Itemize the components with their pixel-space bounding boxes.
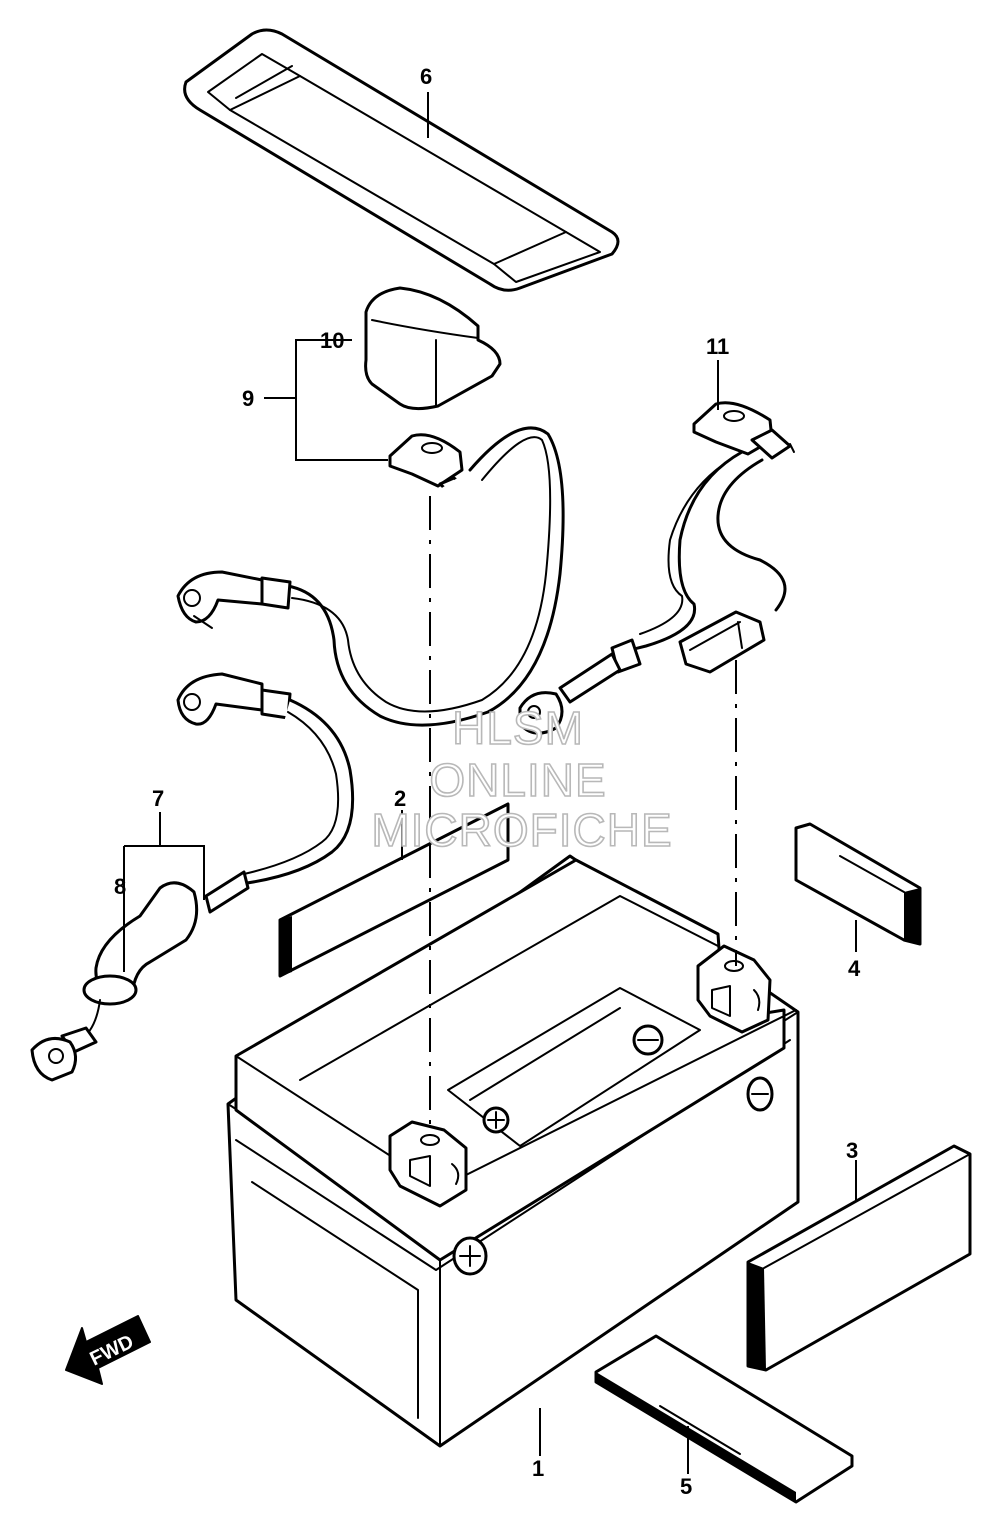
part-4-pad — [794, 822, 922, 946]
callout-11: 11 — [706, 334, 729, 359]
part-7-8-negative-lead — [30, 672, 355, 1082]
part-9-positive-lead — [176, 426, 565, 727]
part-3-pad — [746, 1144, 972, 1372]
part-5-pad — [594, 1334, 854, 1504]
callout-8: 8 — [114, 874, 126, 899]
part-10-terminal-cover — [364, 286, 502, 411]
watermark-line-2: ONLINE — [429, 754, 606, 806]
callout-5: 5 — [680, 1474, 692, 1499]
callout-3: 3 — [846, 1138, 858, 1163]
watermark-line-1: HLSM — [452, 702, 584, 754]
callout-labels: 1 2 3 4 5 6 7 8 9 10 11 — [114, 64, 861, 1499]
watermark: HLSM ONLINE MICROFICHE — [371, 701, 673, 857]
callout-2: 2 — [394, 786, 406, 811]
part-11-lead-connector — [518, 401, 795, 735]
part-1-battery — [226, 854, 800, 1448]
callout-4: 4 — [848, 956, 861, 981]
callout-10: 10 — [320, 328, 344, 353]
callout-7: 7 — [152, 786, 164, 811]
part-2-label — [278, 802, 510, 978]
callout-9: 9 — [242, 386, 254, 411]
alignment-lines — [429, 496, 737, 1136]
fwd-arrow-icon: FWD — [65, 1315, 151, 1385]
callout-1: 1 — [532, 1456, 544, 1481]
callout-6: 6 — [420, 64, 432, 89]
part-6-battery-strap — [183, 28, 620, 292]
watermark-line-3: MICROFICHE — [371, 804, 672, 856]
leader-lines — [123, 92, 857, 1474]
